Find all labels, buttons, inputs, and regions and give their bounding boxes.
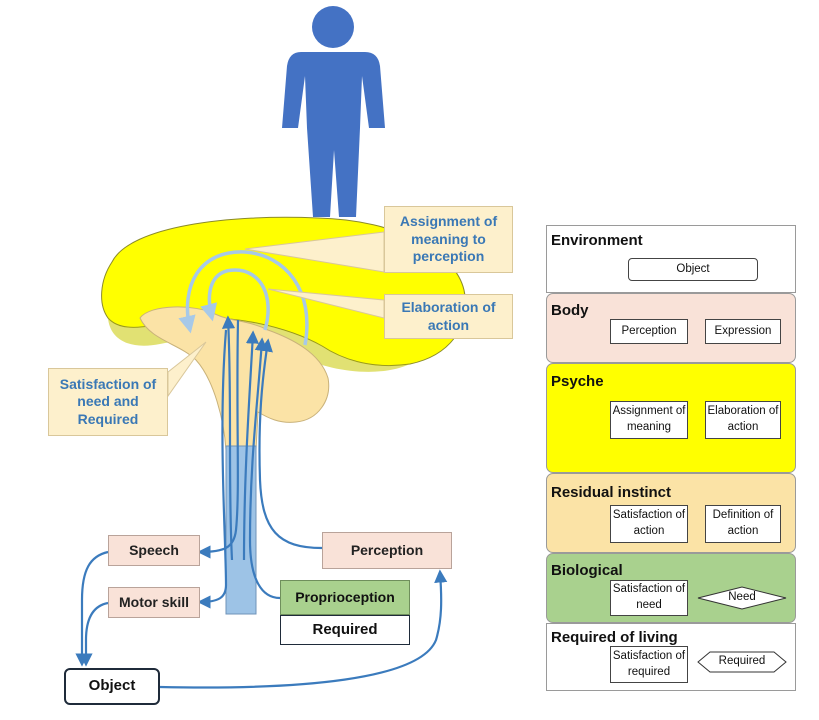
speech-to-object-arrow	[75, 550, 109, 667]
object-box: Object	[64, 668, 160, 705]
motor-skill-box: Motor skill	[108, 587, 200, 618]
brain-to-motor-arrow	[197, 329, 228, 609]
person-icon	[282, 6, 385, 217]
perception-to-brain-arrow	[258, 338, 323, 550]
required-of-living-title: Required of living	[551, 629, 678, 646]
right-satisfaction-need-box: Satisfaction of need	[610, 580, 688, 616]
perception-box: Perception	[322, 532, 452, 569]
residual-instinct-title: Residual instinct	[551, 484, 672, 501]
right-object-box: Object	[628, 258, 758, 281]
right-definition-action-box: Definition of action	[705, 505, 781, 543]
required-hexagon	[697, 651, 787, 673]
required-box: Required	[280, 615, 410, 645]
satisfaction-pointer	[167, 341, 207, 398]
biological-title: Biological	[551, 562, 623, 579]
right-expression-box: Expression	[705, 319, 781, 344]
assignment-loop-arrow	[178, 250, 309, 346]
right-required-label: Required	[718, 655, 766, 667]
ascending-arrow-1	[221, 315, 236, 561]
body-title: Body	[551, 302, 589, 319]
right-perception-box: Perception	[610, 319, 688, 344]
brain-to-speech-arrow	[197, 319, 240, 559]
brainstem-shape	[139, 306, 330, 451]
elaboration-loop-arrow	[200, 268, 270, 331]
speech-box: Speech	[108, 535, 200, 566]
right-assignment-box: Assignment of meaning	[610, 401, 688, 439]
ascending-arrow-2	[242, 330, 260, 561]
right-elaboration-box: Elaboration of action	[705, 401, 781, 439]
need-diamond	[697, 586, 787, 610]
elaboration-callout: Elaboration of action	[384, 294, 513, 339]
right-satisfaction-action-box: Satisfaction of action	[610, 505, 688, 543]
motor-to-object-arrow	[79, 601, 109, 667]
need-label: Need	[728, 591, 756, 603]
proprioception-box: Proprioception	[280, 580, 410, 615]
assignment-callout: Assignment of meaning to perception	[384, 206, 513, 273]
environment-title: Environment	[551, 232, 643, 249]
proprioception-to-brain-arrow	[248, 337, 281, 600]
psyche-title: Psyche	[551, 373, 604, 390]
object-to-perception-arrow	[159, 569, 448, 689]
satisfaction-callout: Satisfaction of need and Required	[48, 368, 168, 436]
right-satisfaction-required-box: Satisfaction of required	[610, 646, 688, 683]
